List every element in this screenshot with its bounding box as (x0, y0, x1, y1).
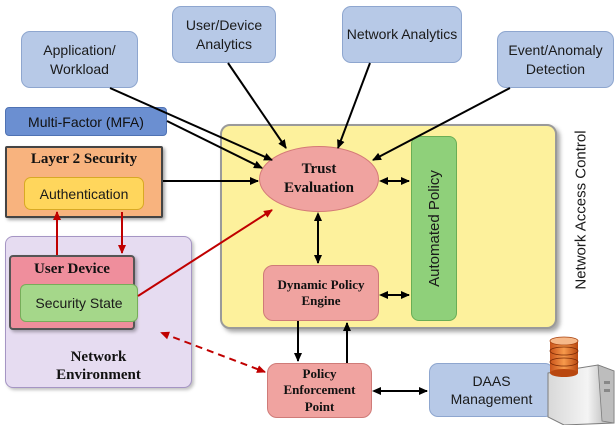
application-workload-box: Application/ Workload (21, 31, 138, 88)
authentication-box: Authentication (24, 177, 144, 210)
dynamic-policy-engine-box: Dynamic Policy Engine (263, 265, 379, 321)
automated-policy-box: Automated Policy (411, 136, 457, 321)
authentication-label: Authentication (39, 185, 129, 202)
dynamic-policy-engine-label: Dynamic Policy Engine (277, 276, 365, 308)
arrow-network-analytics-to-trust (337, 62, 371, 149)
server-database-icon (540, 333, 616, 425)
arrow-device-pep-dashed (160, 331, 266, 373)
layer2-security-label: Layer 2 Security (30, 151, 138, 167)
arrow-mfa-to-trust (166, 120, 263, 169)
network-analytics-box: Network Analytics (342, 6, 462, 63)
application-workload-label: Application/ Workload (43, 42, 116, 77)
network-analytics-label: Network Analytics (346, 26, 458, 43)
user-device-analytics-label: User/Device Analytics (185, 17, 263, 52)
arrow-application-to-trust (109, 87, 273, 161)
multi-factor-box: Multi-Factor (MFA) (5, 107, 167, 136)
arrow-user-analytics-to-trust (227, 62, 287, 149)
network-environment-label: Network Environment (56, 349, 141, 383)
event-anomaly-detection-label: Event/Anomaly Detection (508, 42, 603, 77)
trust-evaluation-ellipse: Trust Evaluation (259, 146, 379, 212)
user-device-label: User Device (34, 261, 110, 277)
security-state-label: Security State (35, 295, 123, 311)
daas-management-label: DAAS Management (450, 372, 533, 407)
security-state-box: Security State (20, 284, 138, 322)
policy-enforcement-point-box: Policy Enforcement Point (267, 363, 372, 418)
daas-management-box: DAAS Management (429, 363, 554, 417)
arrow-event-detection-to-trust (372, 87, 511, 161)
arrow-security-state-to-trust (137, 209, 273, 297)
user-device-analytics-box: User/Device Analytics (172, 6, 276, 63)
event-anomaly-detection-box: Event/Anomaly Detection (497, 31, 614, 88)
policy-enforcement-point-label: Policy Enforcement Point (283, 366, 356, 414)
trust-evaluation-label: Trust Evaluation (283, 161, 355, 196)
multi-factor-label: Multi-Factor (MFA) (28, 113, 144, 130)
